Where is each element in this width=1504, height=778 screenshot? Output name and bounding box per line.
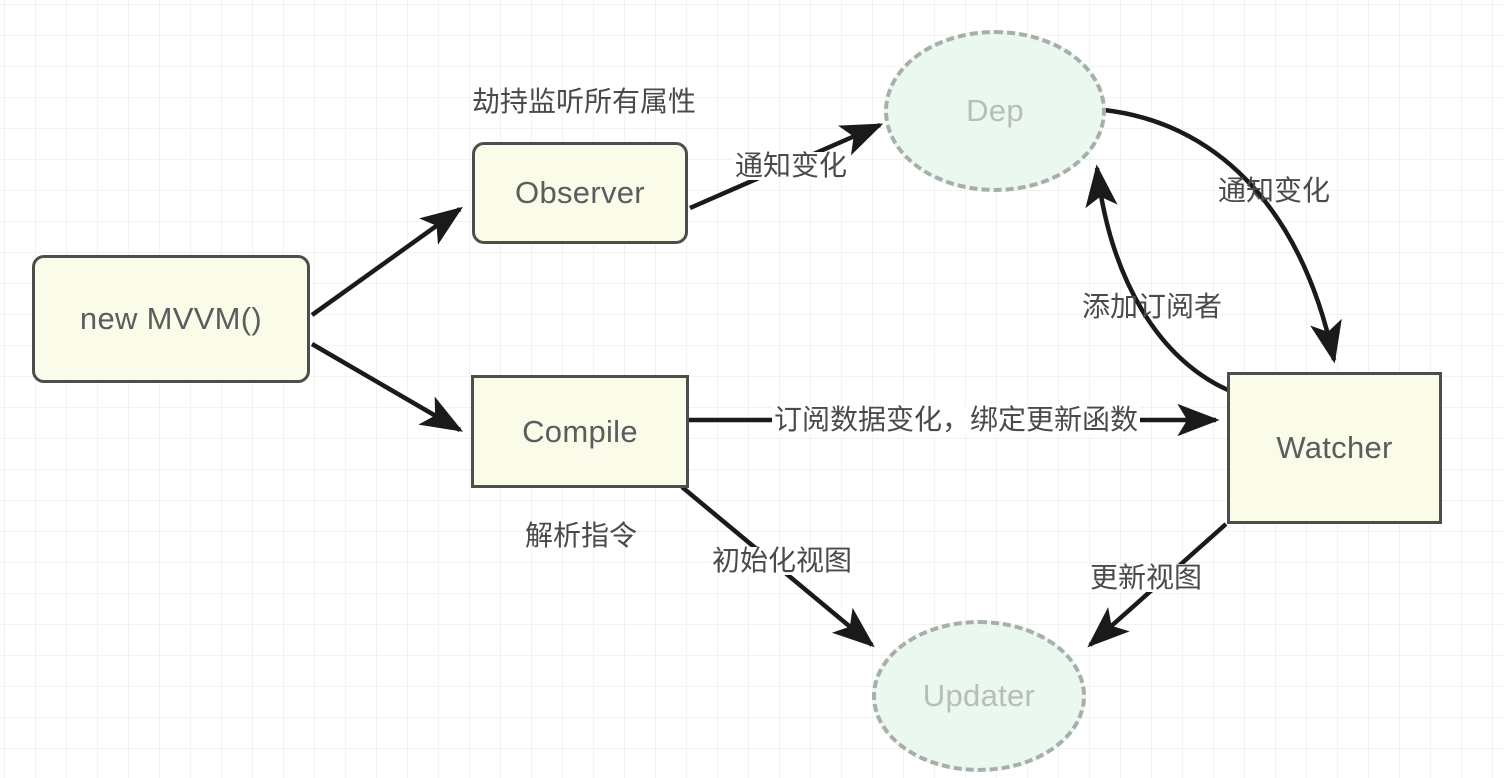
node-label: Dep	[966, 93, 1024, 128]
edge-label-subscribe-bind-update: 订阅数据变化，绑定更新函数	[772, 404, 1141, 435]
edge-label-parse-directives: 解析指令	[525, 520, 638, 551]
node-watcher[interactable]: Watcher	[1227, 372, 1442, 524]
edge-mvvm-to-observer	[310, 206, 463, 317]
node-label: Observer	[515, 175, 645, 210]
node-updater[interactable]: Updater	[872, 620, 1086, 772]
node-compile[interactable]: Compile	[471, 375, 689, 488]
node-label: Watcher	[1276, 430, 1393, 465]
edge-label-notify-change-observer-dep: 通知变化	[733, 150, 850, 181]
edge-label-notify-change-dep-watcher: 通知变化	[1218, 175, 1331, 206]
edge-label-hijack-properties: 劫持监听所有属性	[472, 86, 697, 117]
node-dep[interactable]: Dep	[884, 30, 1106, 192]
edge-label-add-subscriber: 添加订阅者	[1082, 291, 1223, 322]
node-label: Compile	[522, 413, 638, 449]
node-label: Updater	[922, 678, 1036, 713]
edge-label-init-view: 初始化视图	[710, 545, 855, 576]
edge-dep-to-watcher	[1103, 107, 1342, 364]
node-label: new MVVM()	[79, 301, 263, 336]
edge-watcher-to-dep	[1085, 164, 1229, 393]
node-new-mvvm[interactable]: new MVVM()	[32, 255, 310, 383]
edge-label-update-view: 更新视图	[1088, 562, 1205, 593]
edge-mvvm-to-compile	[310, 342, 464, 432]
node-observer[interactable]: Observer	[472, 142, 688, 244]
